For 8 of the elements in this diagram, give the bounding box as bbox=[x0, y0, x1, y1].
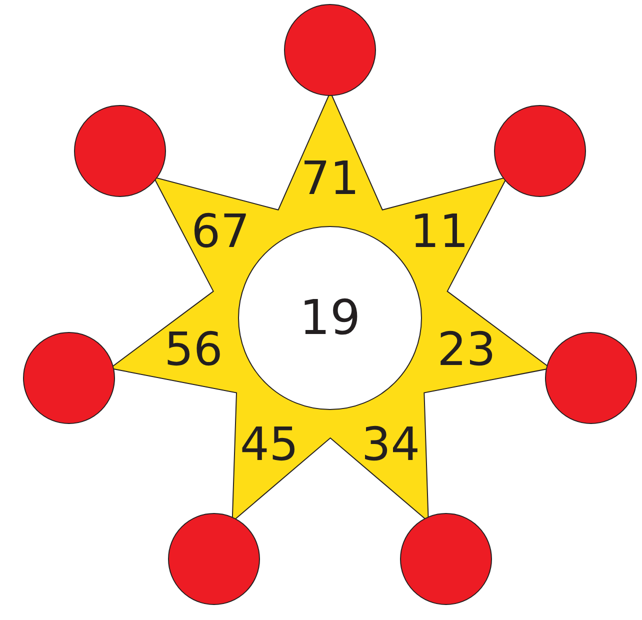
number-label: 11 bbox=[410, 208, 469, 254]
number-label: 45 bbox=[240, 421, 298, 468]
number-label: 23 bbox=[437, 326, 496, 372]
number-label: 71 bbox=[300, 155, 360, 201]
number-label: 67 bbox=[191, 208, 250, 254]
number-label: 34 bbox=[361, 421, 420, 468]
number-label: 19 bbox=[299, 294, 361, 342]
number-label: 56 bbox=[164, 326, 223, 372]
